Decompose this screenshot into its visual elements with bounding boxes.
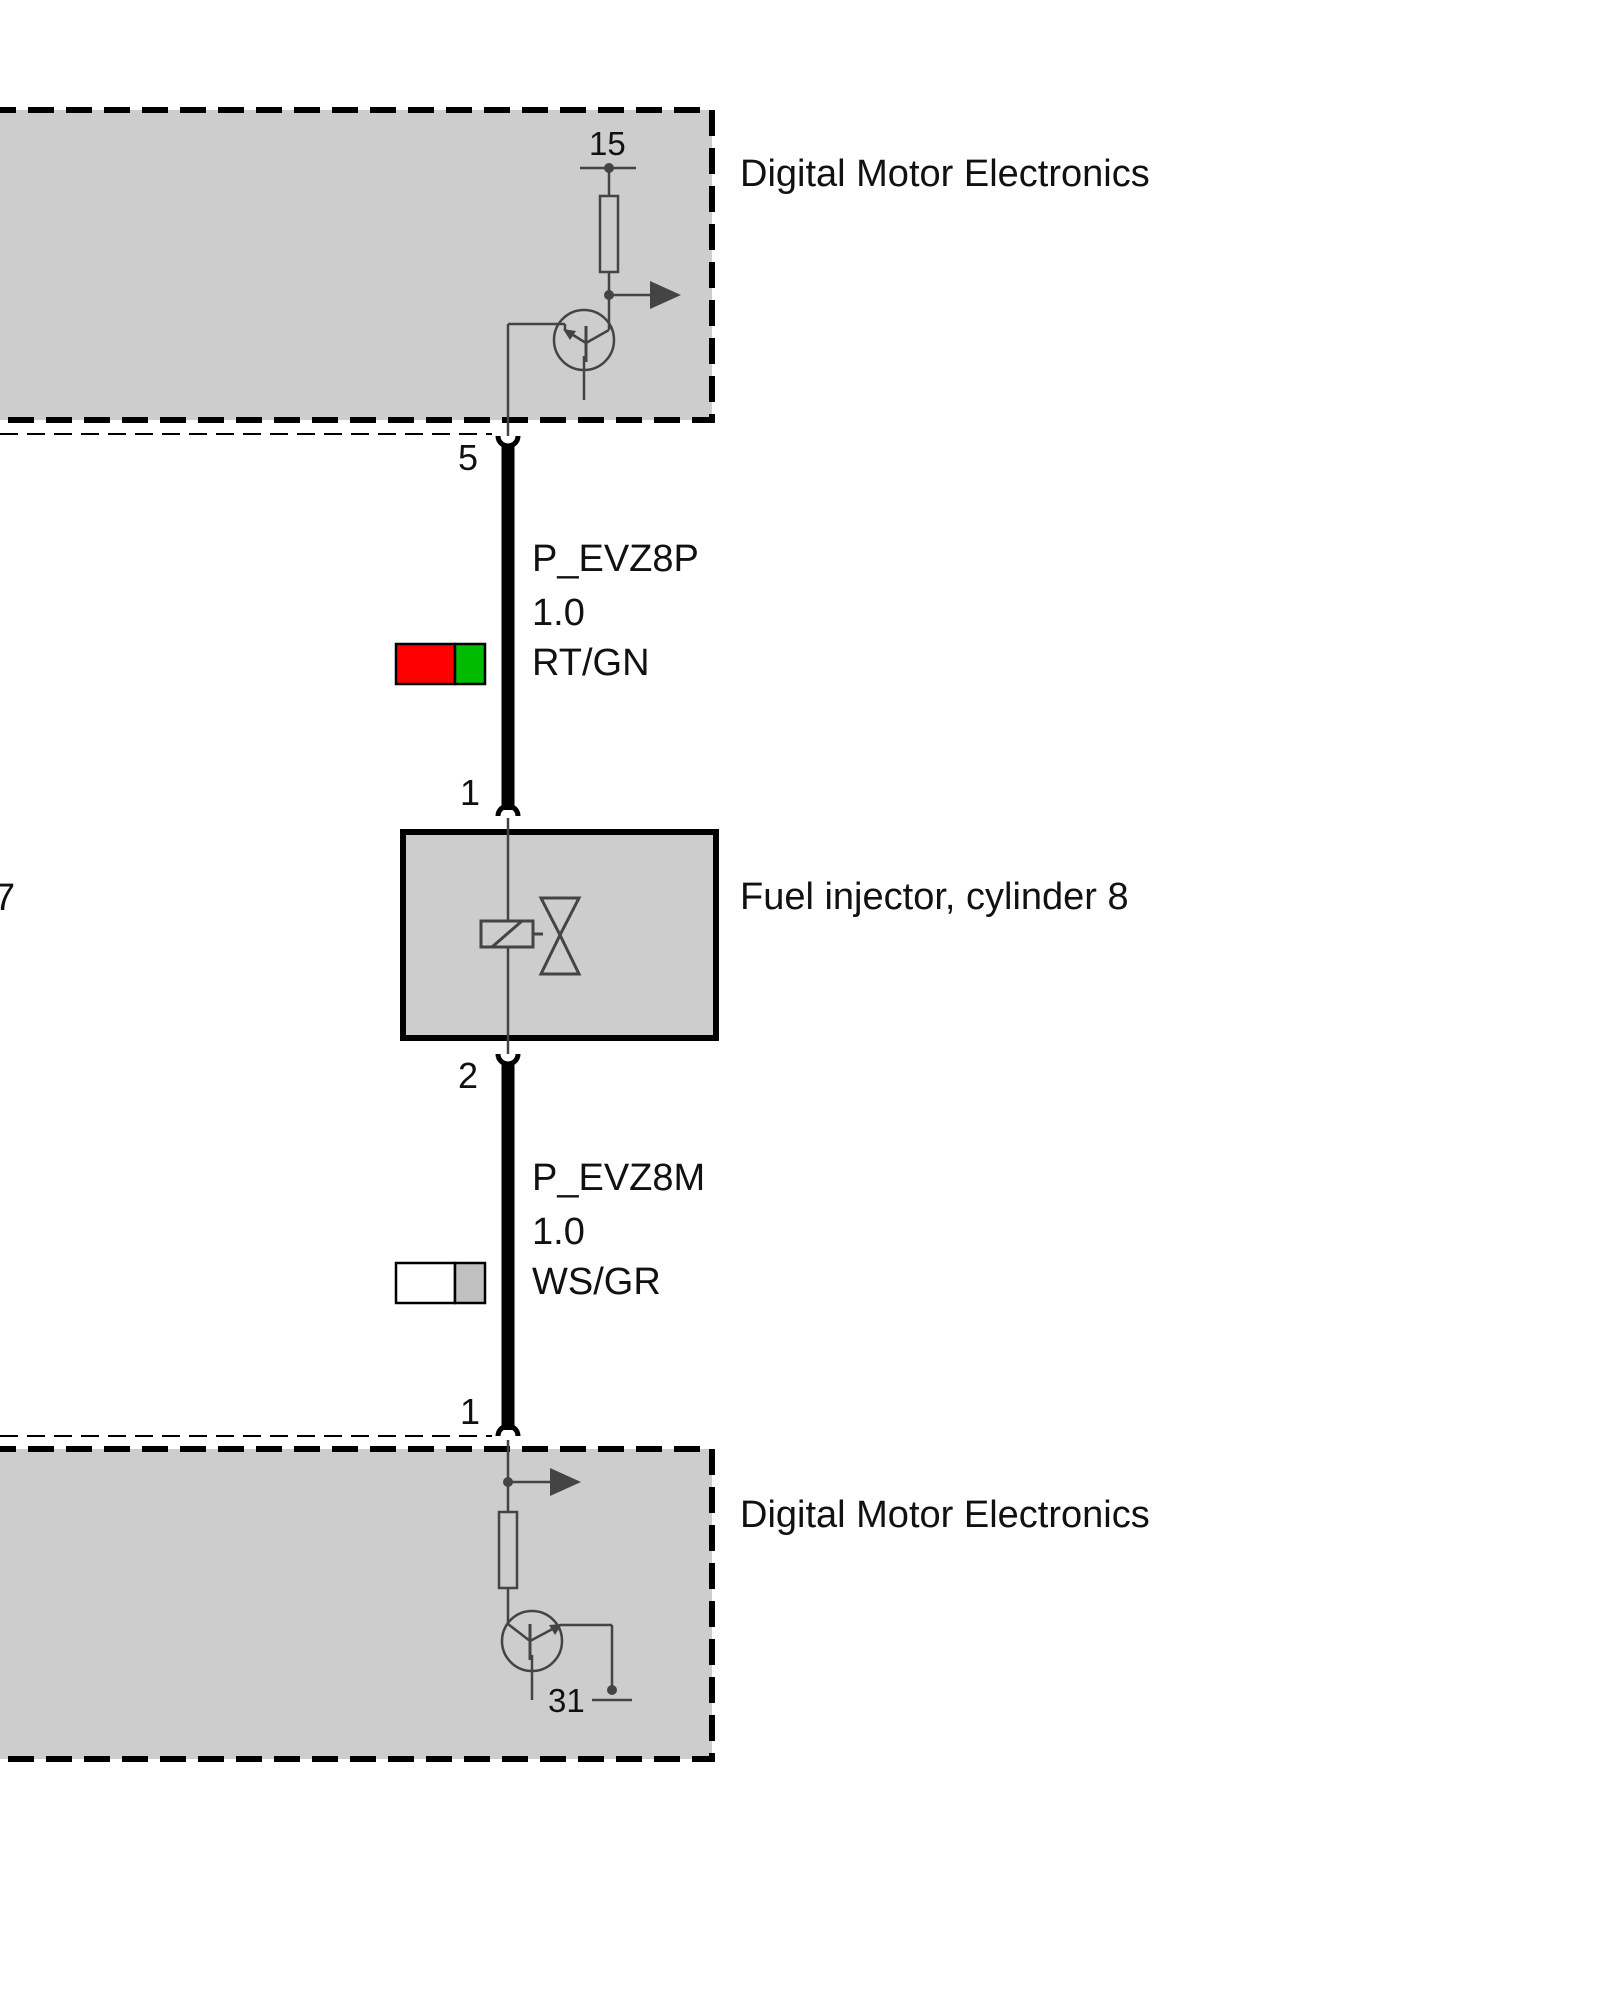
adjacent-diagram-edge-text: 7 [0,877,15,919]
swatch-grey [453,1261,487,1305]
dme-bottom-pin-label: 1 [460,1391,480,1432]
swatch-green [453,642,487,686]
dme-bottom-dashed-border [0,1446,715,1762]
dme-bottom-input-circuit [497,1440,581,1624]
wire-1-color-swatch [394,642,487,686]
wire-1-gauge: 1.0 [532,592,585,634]
wire-2-color-code: WS/GR [532,1261,661,1303]
dme-top-label: Digital Motor Electronics [740,153,1150,195]
injector-pin-1-label: 1 [460,772,480,813]
solenoid-icon [479,919,543,949]
wire-2-signal: P_EVZ8M [532,1157,705,1199]
injector-label: Fuel injector, cylinder 8 [740,876,1129,918]
wire-2-color-swatch [394,1261,487,1305]
dme-top-pin-5-connector [495,435,521,449]
terminal-15-label: 15 [589,125,626,162]
valve-icon [538,896,582,976]
transistor-symbol-bottom [500,1609,632,1702]
dme-bottom-pin-1-connector [495,1423,521,1437]
wire-2-gauge: 1.0 [532,1211,585,1253]
dme-bottom-label: Digital Motor Electronics [740,1494,1150,1536]
transistor-symbol [506,295,616,436]
terminal-31-label: 31 [548,1682,585,1719]
dme-top-module: 15 Digital Motor Electronics [0,107,1150,436]
wire-1-signal: P_EVZ8P [532,538,699,580]
injector-pin-2-label: 2 [458,1055,478,1096]
dme-bottom-module: 31 Digital Motor Electronics [0,1435,1150,1762]
dme-bottom-housing [0,1449,712,1759]
dme-top-pin-label: 5 [458,437,478,478]
signal-output-arrow [609,281,681,309]
injector-pin-1-connector [495,803,521,817]
swatch-white [394,1261,457,1305]
swatch-red [394,642,457,686]
wire-1-color-code: RT/GN [532,642,650,684]
fuel-injector-component [400,818,719,1054]
dme-top-dashed-border [0,107,715,423]
injector-pin-2-connector [495,1053,521,1067]
